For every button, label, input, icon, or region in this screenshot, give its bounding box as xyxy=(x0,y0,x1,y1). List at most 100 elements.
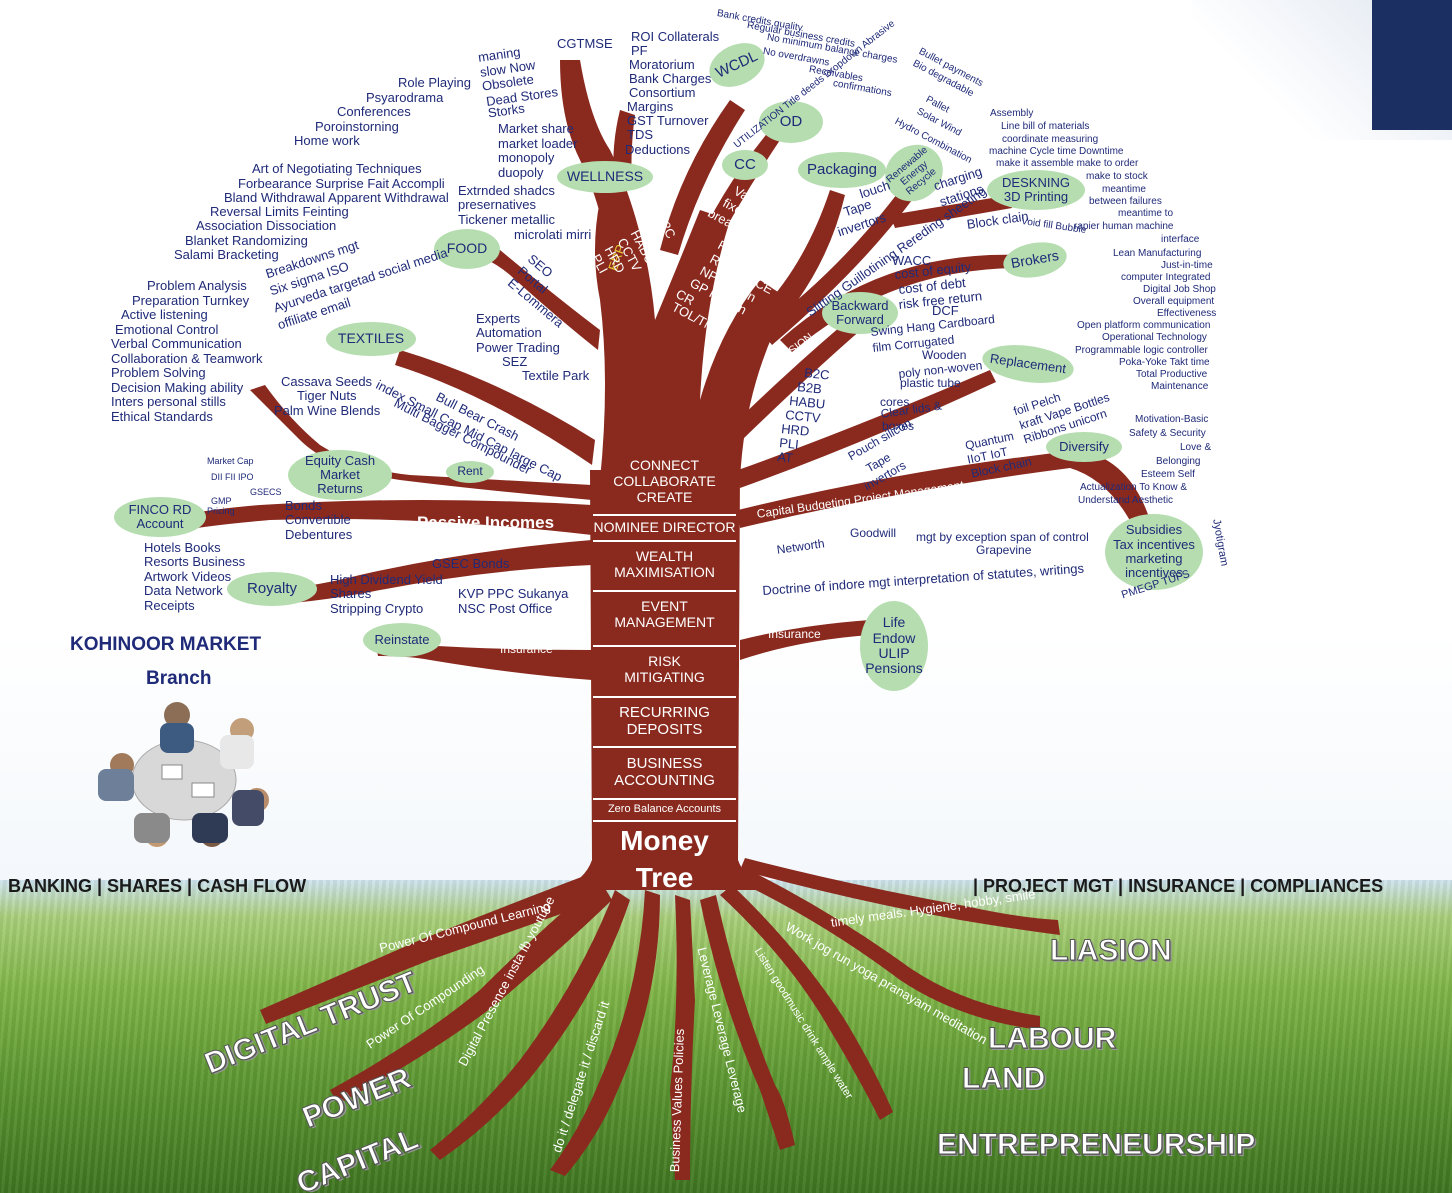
text-roi-2: PF xyxy=(631,43,648,58)
text-insurance-right: Insurance xyxy=(768,627,821,641)
text-skill-5: Verbal Communication xyxy=(111,336,242,351)
text-hotels-1: Hotels Books xyxy=(144,540,221,555)
text-assembly-17: Effectiveness xyxy=(1157,308,1217,319)
text-skill-3: Active listening xyxy=(121,307,208,322)
text-skill-1: Problem Analysis xyxy=(147,278,247,293)
text-cassava-3: Palm Wine Blends xyxy=(274,403,381,418)
text-assembly-11: interface xyxy=(1161,234,1200,245)
text-extruded-3: Tickener metallic xyxy=(458,212,556,227)
oval-packaging: Packaging xyxy=(798,152,886,188)
text-skill-10: Ethical Standards xyxy=(111,409,213,424)
text-gsec-bonds: GSEC Bonds xyxy=(432,556,510,571)
root-labour: LABOUR xyxy=(987,1022,1117,1056)
text-cassava-1: Cassava Seeds xyxy=(281,374,373,389)
oval-reinstate: Reinstate xyxy=(363,623,441,657)
text-market-cap-2: DII FII IPO xyxy=(211,472,254,482)
text-textile-park: Textile Park xyxy=(522,368,590,383)
text-assembly-18: Open platform communication xyxy=(1077,320,1211,331)
text-goodwill: Goodwill xyxy=(850,526,897,540)
text-motivation-1: Motivation-Basic xyxy=(1135,414,1209,425)
branch-title: KOHINOOR MARKET xyxy=(70,634,262,655)
text-roi-7: GST Turnover xyxy=(627,113,709,128)
text-negotiation-5: Association Dissociation xyxy=(196,218,337,233)
trunk-nominee: NOMINEE DIRECTOR xyxy=(593,514,736,538)
text-role-2: Psyarodrama xyxy=(366,90,444,105)
text-dividend-3: Stripping Crypto xyxy=(330,601,424,616)
oval-diversify: Diversify xyxy=(1046,432,1122,462)
trunk-event: EVENT MANAGEMENT xyxy=(593,590,736,636)
text-roi-5: Consortium xyxy=(629,85,696,100)
text-assembly-3: coordinate measuring xyxy=(1002,134,1099,145)
trunk-risk: RISK MITIGATING xyxy=(593,645,736,691)
band-left: BANKING | SHARES | CASH FLOW xyxy=(8,876,307,896)
text-extruded-2: presernatives xyxy=(458,197,537,212)
text-assembly-13: Just-in-time xyxy=(1161,260,1213,271)
text-mgt-exception-2: Grapevine xyxy=(976,543,1032,557)
oval-cc: CC xyxy=(722,150,768,180)
text-kvp-1: KVP PPC Sukanya xyxy=(458,586,569,601)
text-assembly-6: make to stock xyxy=(1086,171,1148,182)
text-negotiation-4: Reversal Limits Feinting xyxy=(210,204,349,219)
text-assembly-9: meantime to xyxy=(1118,208,1174,219)
oval-textiles: TEXTILES xyxy=(326,322,416,356)
text-cassava-2: Tiger Nuts xyxy=(297,388,357,403)
text-extruded-1: Extrnded shadcs xyxy=(458,183,555,198)
text-experts-2: Automation xyxy=(476,325,542,340)
text-microlati: microlati mirri xyxy=(514,227,592,242)
trunk-connect: CONNECT COLLABORATE CREATE xyxy=(613,456,716,506)
text-gmp-1: GMP xyxy=(211,496,232,506)
text-assembly-12: Lean Manufacturing xyxy=(1113,248,1202,259)
text-skill-2: Preparation Turnkey xyxy=(132,293,250,308)
oval-rent: Rent xyxy=(446,461,494,483)
text-hotels-3: Artwork Videos xyxy=(144,569,232,584)
trunk-wealth: WEALTH MAXIMISATION xyxy=(593,540,736,586)
text-market-1: Market share xyxy=(498,121,574,136)
oval-wellness: WELLNESS xyxy=(557,161,653,193)
text-dividend-1: High Dividend Yield xyxy=(330,572,443,587)
text-negotiation-2: Forbearance Surprise Fait Accompli xyxy=(238,176,445,191)
text-experts-1: Experts xyxy=(476,311,521,326)
tree-title: Tree xyxy=(635,861,694,893)
text-roi-6: Margins xyxy=(627,99,674,114)
text-motivation-6: Actualization To Know & xyxy=(1080,482,1188,493)
text-assembly-16: Overall equipment xyxy=(1133,296,1215,307)
text-market-cap-1: Market Cap xyxy=(207,456,254,466)
text-hotels-5: Receipts xyxy=(144,598,195,613)
text-motivation-7: Understand Aesthetic xyxy=(1078,495,1174,506)
text-hotels-2: Resorts Business xyxy=(144,554,246,569)
text-assembly-1: Assembly xyxy=(990,108,1034,119)
text-role-3: Conferences xyxy=(337,104,411,119)
trunk-business: BUSINESS ACCOUNTING xyxy=(593,746,736,796)
oval-deskning: DESKNING 3D Printing xyxy=(987,170,1085,210)
text-wacc-5: DCF xyxy=(932,303,959,318)
text-mgt-exception-1: mgt by exception span of control xyxy=(916,530,1089,544)
text-market-2: market loader xyxy=(498,136,578,151)
text-assembly-10: rapier human machine xyxy=(1074,221,1174,232)
oval-finco-rd: FINCO RD Account xyxy=(114,497,206,537)
text-assembly-14: computer Integrated xyxy=(1121,272,1211,283)
oval-subsidies: Subsidies Tax incentives marketing incen… xyxy=(1105,514,1203,590)
text-swing-5: plastic tube xyxy=(900,376,961,390)
oval-equity-cash: Equity Cash Market Returns xyxy=(288,450,392,500)
text-kvp-2: NSC Post Office xyxy=(458,601,553,616)
band-right: | PROJECT MGT | INSURANCE | COMPLIANCES xyxy=(973,876,1384,896)
oval-od: OD xyxy=(759,101,823,143)
text-bonds-1: Bonds xyxy=(285,498,322,513)
text-assembly-7: meantime xyxy=(1102,184,1146,195)
text-roi-8: TDS xyxy=(627,127,653,142)
text-assembly-4: machine Cycle time Downtime xyxy=(989,146,1124,157)
text-assembly-22: Total Productive xyxy=(1136,369,1208,380)
text-passive-incomes: Passive Incomes xyxy=(417,513,555,532)
text-skill-6: Collaboration & Teamwork xyxy=(111,351,263,366)
root-entrepreneurship: ENTREPRENEURSHIP xyxy=(936,1128,1256,1162)
meeting-people-illustration xyxy=(98,702,269,847)
text-skill-8: Decision Making ability xyxy=(111,380,244,395)
money-title: Money xyxy=(593,820,736,860)
text-roi-1: ROI Collaterals xyxy=(631,29,720,44)
text-assembly-8: between failures xyxy=(1089,196,1162,207)
branch-subtitle: Branch xyxy=(146,668,212,689)
text-motivation-3: Love & xyxy=(1180,442,1212,453)
text-role-4: Poroinstorning xyxy=(315,119,399,134)
oval-backward-forward: Backward Forward xyxy=(822,292,898,334)
text-assembly-2: Line bill of materials xyxy=(1001,121,1090,132)
